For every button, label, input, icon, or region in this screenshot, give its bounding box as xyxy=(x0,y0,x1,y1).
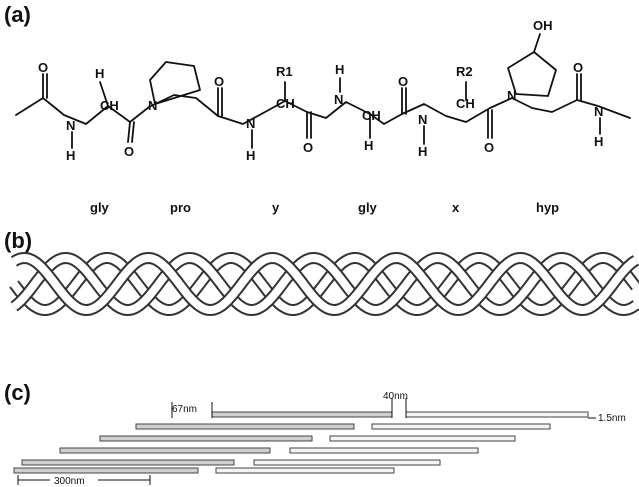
panel-c-label: (c) xyxy=(4,380,31,405)
atom-h-gly1: H xyxy=(95,66,104,81)
residue-label: gly xyxy=(90,200,110,215)
proline-ring xyxy=(149,61,201,105)
panel-b-label: (b) xyxy=(4,228,32,253)
collagen-molecule xyxy=(59,447,271,454)
panel-a-label: (a) xyxy=(4,2,31,27)
atom-o-x: O xyxy=(484,140,494,155)
panel-a: (a) xyxy=(4,2,631,215)
collagen-molecule xyxy=(329,435,516,442)
atom-o-y: O xyxy=(303,140,313,155)
dim-300-label: 300nm xyxy=(54,476,85,487)
helix-strand-1 xyxy=(10,254,639,314)
collagen-molecule xyxy=(289,447,479,454)
dim-15-label: 1.5nm xyxy=(598,413,626,424)
collagen-molecule xyxy=(135,423,355,430)
collagen-molecule xyxy=(211,411,393,418)
atom-n2: N xyxy=(148,98,157,113)
collagen-molecule xyxy=(405,411,589,418)
residue-label: y xyxy=(272,200,280,215)
gly-ch-bond xyxy=(99,81,109,107)
collagen-molecule xyxy=(21,459,235,466)
residue-labels: gly pro y gly x hyp xyxy=(90,200,559,215)
atom-n5: N xyxy=(418,112,427,127)
atom-r1: R1 xyxy=(276,64,293,79)
atom-n4: N xyxy=(334,92,343,107)
helix-strand-2 xyxy=(11,253,639,315)
atom-n7: N xyxy=(594,104,603,119)
atom-h-n7: H xyxy=(594,134,603,149)
atom-h-n3: H xyxy=(246,148,255,163)
residue-label: gly xyxy=(358,200,378,215)
atom-oh: OH xyxy=(533,18,553,33)
atom-o-acetyl: O xyxy=(38,60,48,75)
atom-ch-gly2: CH xyxy=(362,108,381,123)
collagen-molecule xyxy=(253,459,441,466)
atom-o-gly2: O xyxy=(398,74,408,89)
atom-o-hyp: O xyxy=(573,60,583,75)
collagen-molecule xyxy=(13,467,199,474)
atom-h-n4: H xyxy=(335,62,344,77)
atom-ch-x: CH xyxy=(456,96,475,111)
fibril-array xyxy=(13,411,589,474)
atom-h-gly2: H xyxy=(364,138,373,153)
gly-carbonyl-double xyxy=(131,121,135,143)
residue-label: pro xyxy=(170,200,191,215)
helix-strand-3 xyxy=(11,253,639,315)
atom-h-n1: H xyxy=(66,148,75,163)
panel-c: (c) 67nm 40nm 1.5nm 300nm xyxy=(4,380,626,487)
hydroxyl-bond xyxy=(533,33,541,53)
hydroxyproline-ring xyxy=(507,51,557,97)
atom-ch-gly1: CH xyxy=(100,98,119,113)
collagen-molecule xyxy=(371,423,551,430)
collagen-molecule xyxy=(99,435,313,442)
residue-label: x xyxy=(452,200,460,215)
atom-o-gly1: O xyxy=(124,144,134,159)
gly-carbonyl xyxy=(127,121,131,143)
atom-o-pro: O xyxy=(214,74,224,89)
residue-label: hyp xyxy=(536,200,559,215)
dim-67-label: 67nm xyxy=(172,404,197,415)
atom-h-n5: H xyxy=(418,144,427,159)
atom-n6: N xyxy=(507,88,516,103)
collagen-molecule xyxy=(215,467,395,474)
triple-helix xyxy=(9,251,639,317)
panel-b: (b) xyxy=(4,228,639,317)
backbone-bonds xyxy=(15,94,631,125)
atom-n1: N xyxy=(66,118,75,133)
atom-n3: N xyxy=(246,116,255,131)
atom-ch-y: CH xyxy=(276,96,295,111)
dim-40-label: 40nm xyxy=(383,391,408,402)
atom-r2: R2 xyxy=(456,64,473,79)
